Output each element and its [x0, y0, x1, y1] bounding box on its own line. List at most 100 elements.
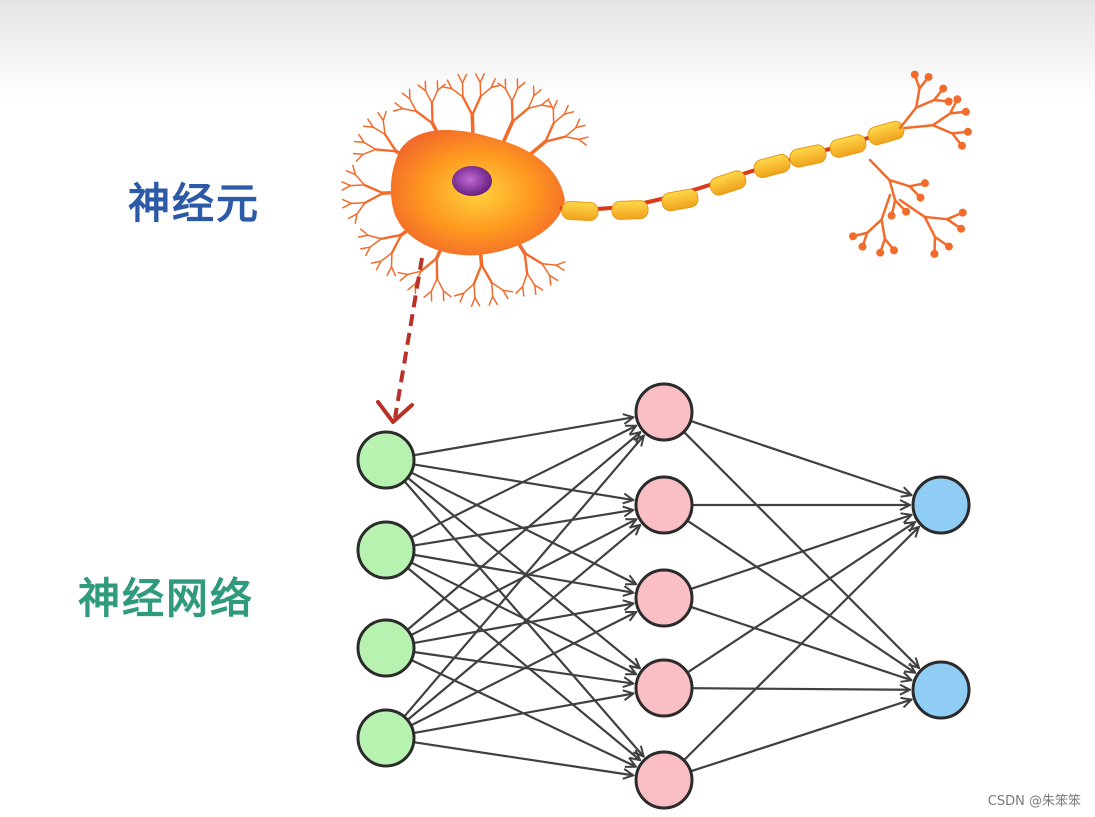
myelin-segment	[661, 188, 699, 212]
dendrite-branch	[374, 148, 398, 153]
dendrite-branch	[490, 84, 502, 89]
edge-l0-n1-to-l1-n4	[406, 567, 641, 760]
terminal-bouton	[957, 141, 966, 150]
edge-l0-n3-to-l1-n3	[413, 693, 634, 735]
dendrite-branch	[461, 73, 468, 84]
terminal-bouton	[958, 208, 967, 217]
edge-l1-n4-to-l2-n1	[690, 700, 912, 773]
dendrite-branch	[358, 133, 365, 144]
dendrite-branch	[479, 73, 485, 84]
dendrite-branch	[363, 183, 385, 195]
dendrite-branch	[367, 234, 383, 240]
dendrite-branch	[523, 251, 529, 275]
dendrite-branch	[392, 107, 404, 112]
dendrite-branch	[490, 281, 494, 298]
dendrite-branch	[461, 95, 474, 117]
dendrite-branch	[502, 289, 509, 300]
edge-l0-n1-to-l1-n3	[410, 561, 636, 674]
dendrite-branch	[407, 283, 416, 291]
terminal-branch	[888, 178, 897, 202]
edge-l0-n2-to-l1-n0	[406, 432, 640, 631]
dendrite-branch	[577, 138, 587, 146]
myelin-segment	[709, 170, 747, 196]
dendrite-branch	[548, 274, 559, 282]
output-node-1	[911, 475, 971, 535]
dendrite-branch	[479, 86, 493, 98]
hidden-node-2	[634, 475, 694, 535]
dendrite-branch	[341, 198, 352, 205]
dendrite-branch	[341, 181, 352, 187]
dendrite-branch	[354, 213, 358, 224]
edge-l1-n3-to-l2-n1	[691, 688, 910, 690]
dendrite-branch	[475, 73, 481, 84]
dendrite-branch	[563, 104, 569, 115]
dendrite-branch	[430, 101, 434, 125]
dendrite-branch	[341, 184, 352, 191]
dendrite-branch	[480, 263, 493, 284]
dendrite-branch	[526, 272, 536, 286]
terminal-bouton	[961, 107, 970, 116]
myelin-segment	[789, 144, 827, 168]
terminal-bouton	[944, 97, 953, 106]
dendrite-branch	[342, 202, 352, 209]
dendrite-branch	[347, 213, 358, 220]
dendrite-branch	[457, 73, 464, 84]
dendrite-branch	[540, 98, 550, 106]
edge-l0-n3-to-l1-n0	[403, 436, 644, 718]
top-shading	[0, 0, 1095, 100]
output-node-2	[911, 660, 971, 720]
neuron-label: 神经元	[128, 179, 261, 228]
dendrite-branch	[540, 104, 552, 108]
dendrite-branch	[511, 87, 519, 102]
dendrite-branch	[362, 148, 377, 156]
dendrite-branch	[390, 266, 397, 277]
edge-l1-n4-to-l2-n0	[683, 527, 919, 762]
dendrite-branch	[515, 285, 524, 294]
dendrite-branch	[363, 141, 377, 151]
terminal-bouton	[957, 224, 966, 233]
dendrite-branch	[436, 83, 446, 92]
terminal-branch	[914, 87, 921, 109]
dendrite-branch	[424, 89, 433, 104]
terminal-bouton	[849, 232, 858, 241]
dendrite-branch	[390, 233, 403, 255]
terminal-bouton	[858, 242, 867, 251]
terminal-bouton	[902, 207, 911, 216]
dendrite-branch	[409, 98, 417, 112]
dendrite-branch	[488, 295, 494, 306]
dendrite-branch	[510, 99, 514, 123]
terminal-bouton	[944, 242, 953, 251]
edge-l0-n3-to-l1-n2	[410, 612, 636, 727]
dendrite-branch	[541, 263, 557, 266]
network-nodes	[356, 382, 971, 810]
dendrite-branch	[399, 273, 409, 282]
terminal-bouton	[876, 248, 885, 257]
dendrite-branch	[548, 100, 555, 110]
terminal-bouton	[887, 211, 896, 220]
dendrite-branch	[473, 283, 476, 299]
edge-l0-n1-to-l1-n2	[413, 553, 634, 593]
dendrite-branch	[417, 84, 427, 92]
dendrite-branch	[527, 104, 543, 110]
terminal-branch	[931, 112, 952, 127]
dendrite-branch	[442, 290, 452, 298]
dendrite-branch	[436, 277, 445, 292]
dendrite-branch	[502, 289, 514, 293]
dendrite-branch	[355, 153, 364, 162]
terminal-bouton	[889, 246, 898, 255]
dendrite-branch	[516, 81, 526, 90]
dendrite-branch	[564, 126, 577, 138]
dendrite-branch	[363, 191, 385, 204]
network-connections	[403, 417, 919, 775]
dendrite-branch	[394, 102, 404, 110]
myelin-segment	[867, 120, 905, 146]
dendrite-branch	[367, 118, 374, 128]
dendrite-branch	[352, 164, 357, 176]
dendrite-branch	[474, 296, 481, 307]
input-node-3	[356, 618, 416, 678]
dendrite-branch	[377, 111, 384, 122]
myelin-segment	[611, 200, 649, 220]
hidden-node-3	[634, 568, 694, 628]
neuron-to-network-arrow	[376, 257, 424, 424]
